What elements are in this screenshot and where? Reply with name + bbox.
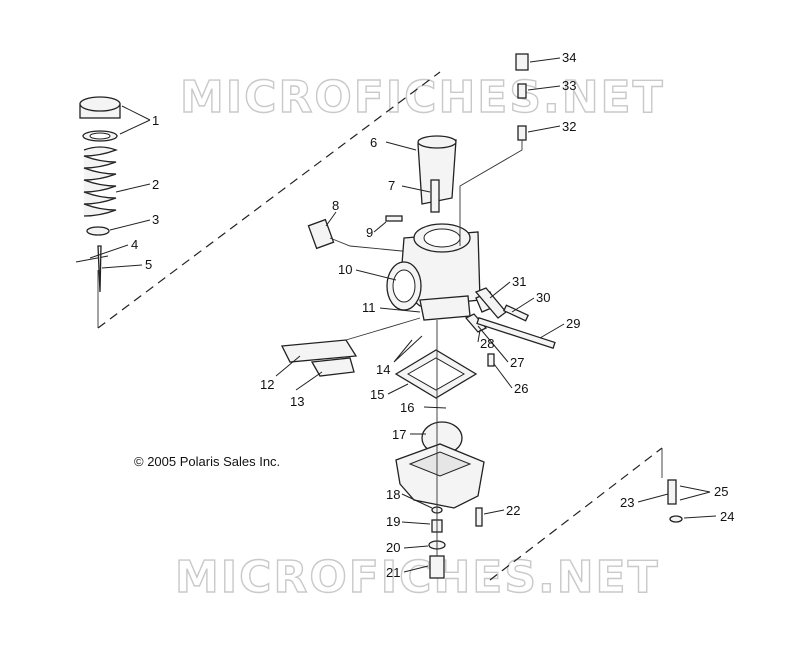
callout-7: 7 [388,178,395,193]
callout-26: 26 [514,381,528,396]
callout-8: 8 [332,198,339,213]
callout-24: 24 [720,509,734,524]
callout-4: 4 [131,237,138,252]
carburetor-body [386,223,481,321]
callout-14: 14 [376,362,390,377]
callout-30: 30 [536,290,550,305]
float-bowl [395,443,485,509]
cover-bracket [280,317,421,377]
watermark-top: MICROFICHES.NET [180,72,665,123]
bowl-screw [475,507,483,527]
callout-19: 19 [386,514,400,529]
callout-29: 29 [566,316,580,331]
callout-6: 6 [370,135,377,150]
top-fittings [459,53,529,246]
callout-33: 33 [562,78,576,93]
callout-3: 3 [152,212,159,227]
choke-plunger [307,218,413,253]
copyright-text: © 2005 Polaris Sales Inc. [134,454,280,469]
callout-23: 23 [620,495,634,510]
callout-5: 5 [145,257,152,272]
leader-lines [89,57,717,573]
callout-15: 15 [370,387,384,402]
callout-9: 9 [366,225,373,240]
callout-numbers: 1 2 3 4 5 6 7 8 9 10 11 12 13 14 15 16 1… [131,50,734,580]
callout-10: 10 [338,262,352,277]
idle-screw-assembly [464,287,556,367]
throttle-cap-assembly [75,96,121,293]
callout-13: 13 [290,394,304,409]
callout-11: 11 [362,300,376,315]
callout-18: 18 [386,487,400,502]
screw [385,215,403,222]
bowl-gasket [394,349,478,399]
callout-25: 25 [714,484,728,499]
callout-31: 31 [512,274,526,289]
callout-21: 21 [386,565,400,580]
callout-22: 22 [506,503,520,518]
watermark-bottom: MICROFICHES.NET [175,552,660,603]
callout-20: 20 [386,540,400,555]
callout-17: 17 [392,427,406,442]
callout-28: 28 [480,336,494,351]
callout-32: 32 [562,119,576,134]
callout-12: 12 [260,377,274,392]
dashed-line-left [97,71,441,329]
callout-34: 34 [562,50,576,65]
callout-2: 2 [152,177,159,192]
dashed-line-right [489,447,663,581]
callout-27: 27 [510,355,524,370]
pilot-jet-assembly [667,479,683,523]
callout-16: 16 [400,400,414,415]
callout-1: 1 [152,113,159,128]
throttle-slide [417,135,457,213]
drain-parts [428,320,446,579]
